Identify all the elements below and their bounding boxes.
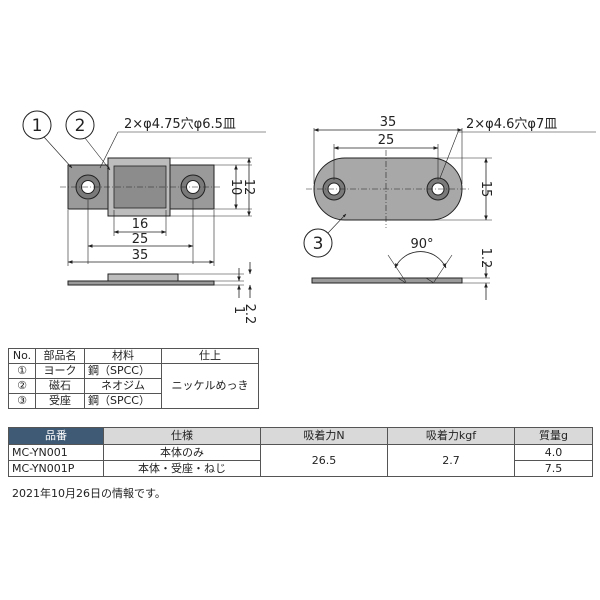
left-hole-note-text: 2×φ4.75穴φ6.5皿 xyxy=(124,117,236,132)
spec-mass: 7.5 xyxy=(514,460,593,477)
spec-header-code: 品番 xyxy=(8,427,104,445)
spec-mass: 4.0 xyxy=(514,444,593,461)
dim-15: 15 xyxy=(478,181,493,198)
left-hole-note: 2×φ4.75穴φ6.5皿 xyxy=(99,117,266,169)
spec-code: MC-YN001 xyxy=(8,444,104,461)
dim-35-right: 35 xyxy=(380,115,397,130)
spec-header-force-kgf: 吸着力kgf xyxy=(387,427,515,445)
right-horizontal-dims: 35 25 xyxy=(313,115,463,184)
spec-header-spec: 仕様 xyxy=(103,427,261,445)
dim-2-2: 2.2 xyxy=(242,304,257,325)
parts-header-name: 部品名 xyxy=(35,348,85,364)
parts-table-header: No. 部品名 材料 仕上 xyxy=(8,348,259,364)
technical-drawing: 1 2 2×φ4.75穴φ6.5皿 16 25 35 10 12 xyxy=(22,110,596,325)
parts-row: ③ 受座 鋼（SPCC） xyxy=(8,393,259,409)
spec-code: MC-YN001P xyxy=(8,460,104,477)
part-no: ③ xyxy=(8,393,36,409)
right-vertical-dim: 15 xyxy=(420,157,493,221)
spec-spec: 本体・受座・ねじ xyxy=(103,460,261,477)
dim-35-left: 35 xyxy=(132,248,149,263)
left-horizontal-dims: 16 25 35 xyxy=(67,200,215,266)
part-material: 鋼（SPCC） xyxy=(84,393,162,409)
strike-plate-side-view: 90° 1.2 xyxy=(311,237,493,300)
part-name: ヨーク xyxy=(35,363,85,379)
part-name: 磁石 xyxy=(35,378,85,394)
spec-force-n: 26.5 xyxy=(260,444,388,477)
parts-header-no: No. xyxy=(8,348,36,364)
spec-force-kgf: 2.7 xyxy=(387,444,515,477)
left-vertical-dims: 10 12 xyxy=(170,157,256,217)
right-hole-note: 2×φ4.6穴φ7皿 xyxy=(439,117,596,179)
dim-25-left: 25 xyxy=(132,232,149,247)
part-no: ① xyxy=(8,363,36,379)
yoke-top-view xyxy=(60,157,222,217)
footnote: 2021年10月26日の情報です。 xyxy=(12,487,166,500)
callout-1-label: 1 xyxy=(32,116,43,136)
yoke-side-view: 1 2.2 xyxy=(67,262,257,325)
dim-25-right: 25 xyxy=(378,133,395,148)
dim-1-2: 1.2 xyxy=(478,248,493,269)
part-name: 受座 xyxy=(35,393,85,409)
dim-12: 12 xyxy=(241,179,256,196)
dim-16: 16 xyxy=(132,217,149,232)
callout-1: 1 xyxy=(22,110,73,169)
part-finish: ニッケルめっき xyxy=(161,363,259,409)
callout-2-label: 2 xyxy=(75,116,86,136)
spec-header-mass: 質量g xyxy=(514,427,593,445)
strike-plate-top-view xyxy=(306,150,470,228)
spec-table: 品番 仕様 吸着力N 吸着力kgf 質量g MC-YN001 本体のみ 26.5… xyxy=(8,427,593,477)
parts-table: No. 部品名 材料 仕上 ① ヨーク 鋼（SPCC） ニッケルめっき ② 磁石… xyxy=(8,348,259,409)
callout-3: 3 xyxy=(303,213,347,258)
part-material: ネオジム xyxy=(84,378,162,394)
spec-row: MC-YN001 本体のみ 26.5 2.7 4.0 xyxy=(8,444,593,477)
parts-header-material: 材料 xyxy=(84,348,162,364)
dim-1: 1 xyxy=(231,306,246,314)
spec-spec: 本体のみ xyxy=(103,444,261,461)
callout-2: 2 xyxy=(65,110,111,171)
part-no: ② xyxy=(8,378,36,394)
spec-row: MC-YN001P 本体・受座・ねじ 7.5 xyxy=(8,460,593,477)
callout-3-label: 3 xyxy=(313,234,324,254)
part-material: 鋼（SPCC） xyxy=(84,363,162,379)
angle-90: 90° xyxy=(410,237,433,252)
spec-table-header: 品番 仕様 吸着力N 吸着力kgf 質量g xyxy=(8,427,593,445)
parts-header-finish: 仕上 xyxy=(161,348,259,364)
parts-row: ① ヨーク 鋼（SPCC） ニッケルめっき xyxy=(8,363,259,409)
dim-10: 10 xyxy=(228,179,243,196)
spec-header-force-n: 吸着力N xyxy=(260,427,388,445)
right-hole-note-text: 2×φ4.6穴φ7皿 xyxy=(466,117,557,132)
